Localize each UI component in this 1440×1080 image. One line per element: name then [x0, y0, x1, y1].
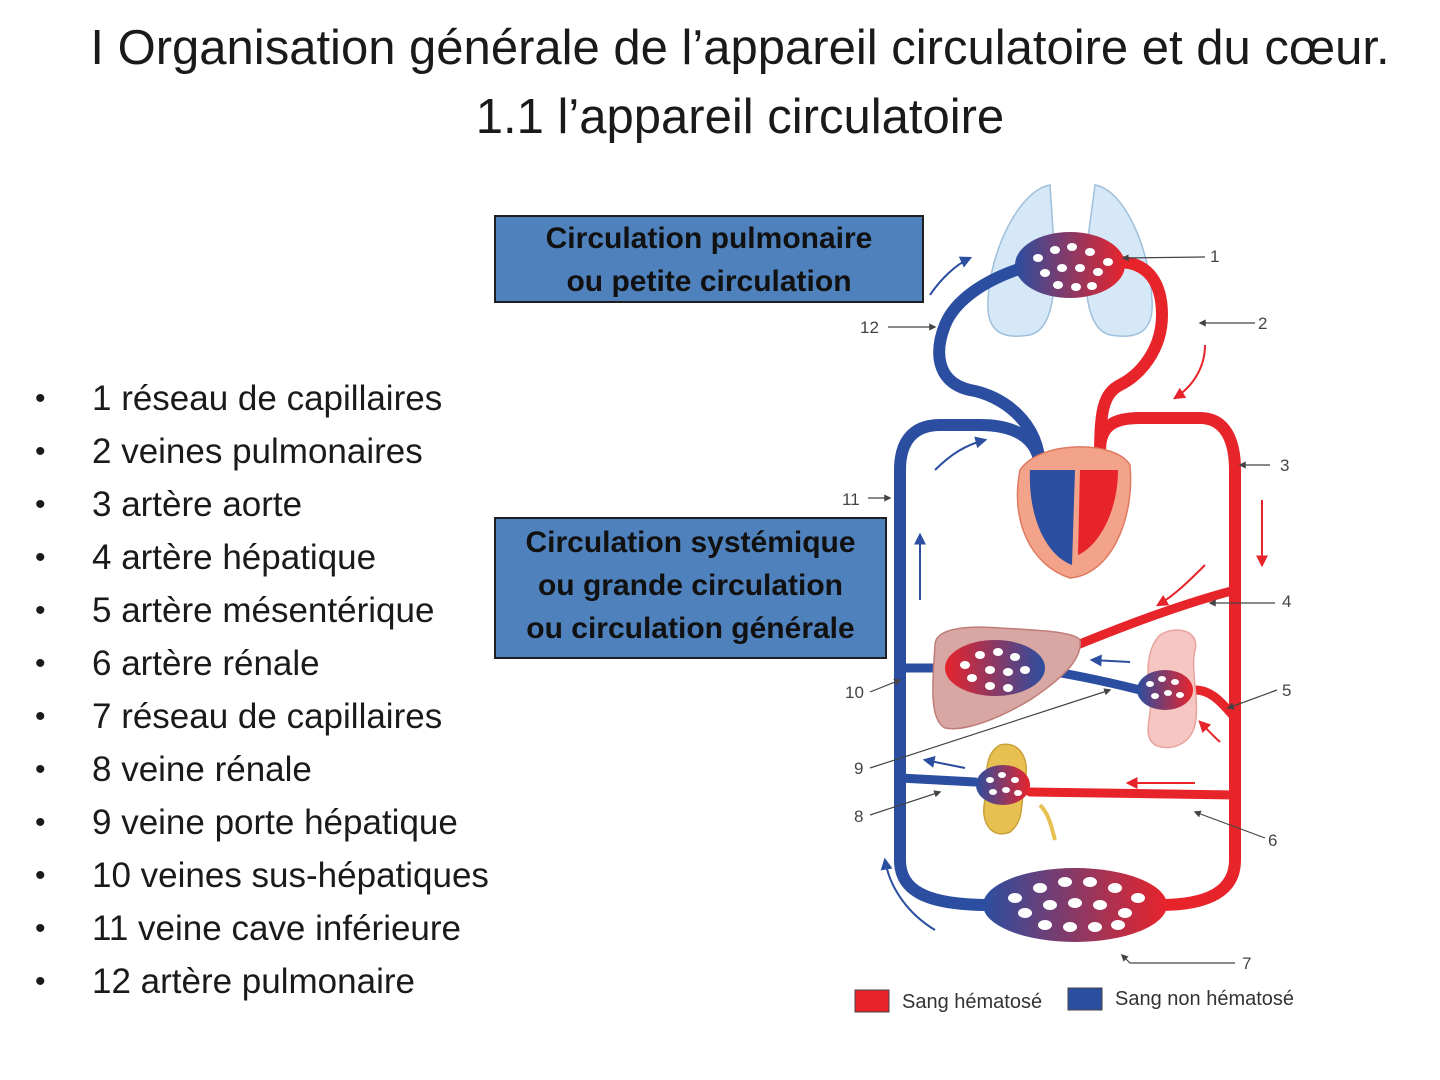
box-line: Circulation pulmonaire: [545, 222, 873, 255]
legend-label-deoxygenated: Sang non hématosé: [1115, 988, 1294, 1010]
legend-item: 12 artère pulmonaire: [30, 955, 489, 1008]
diagram-number: 10: [845, 683, 864, 702]
legend-item: 1 réseau de capillaires: [30, 372, 489, 425]
legend-item: 11 veine cave inférieure: [30, 902, 489, 955]
diagram-number: 5: [1282, 681, 1291, 700]
capillary-network-body: [983, 868, 1167, 942]
legend-item: 5 artère mésentérique: [30, 584, 489, 637]
diagram-number: 7: [1242, 954, 1251, 973]
diagram-number: 11: [842, 490, 860, 509]
legend-swatch-oxygenated: [854, 989, 890, 1013]
diagram-number: 4: [1282, 592, 1291, 611]
legend-item: 3 artère aorte: [30, 478, 489, 531]
legend-item: 2 veines pulmonaires: [30, 425, 489, 478]
diagram-number: 2: [1258, 314, 1267, 333]
diagram-number: 3: [1280, 456, 1289, 475]
legend-swatch-deoxygenated: [1067, 987, 1103, 1011]
capillary-network-liver: [945, 640, 1045, 696]
diagram-number: 8: [854, 807, 863, 826]
legend-item: 7 réseau de capillaires: [30, 690, 489, 743]
systemic-circulation-box: Circulation systémique ou grande circula…: [494, 517, 887, 659]
slide-title: I Organisation générale de l’appareil ci…: [90, 21, 1390, 144]
box-line: ou grande circulation: [537, 569, 844, 602]
legend-list: 1 réseau de capillaires 2 veines pulmona…: [30, 372, 489, 1008]
diagram-number: 6: [1268, 831, 1277, 850]
pointer-lines: [868, 254, 1278, 964]
legend-item: 6 artère rénale: [30, 637, 489, 690]
heart: [1016, 446, 1132, 579]
box-line: ou petite circulation: [566, 265, 852, 298]
box-line: Circulation systémique: [525, 526, 856, 559]
box-line: ou circulation générale: [526, 612, 855, 645]
legend-label-oxygenated: Sang hématosé: [902, 991, 1042, 1013]
capillary-network-lungs: [1015, 232, 1125, 298]
legend-item: 10 veines sus-hépatiques: [30, 849, 489, 902]
legend-item: 4 artère hépatique: [30, 531, 489, 584]
flow-arrows: [880, 256, 1268, 931]
diagram-number: 1: [1210, 247, 1219, 266]
pulmonary-circulation-box: Circulation pulmonaire ou petite circula…: [494, 215, 924, 303]
capillary-network-intestine: [1137, 670, 1193, 710]
circulatory-diagram: 1 2 3 4 5 6 7 8 9 10 11 12 Sang hématosé…: [842, 184, 1294, 1013]
vessels: [894, 256, 1241, 911]
legend-item: 8 veine rénale: [30, 743, 489, 796]
capillary-network-kidney: [976, 765, 1030, 805]
diagram-number: 12: [860, 318, 879, 337]
legend-item: 9 veine porte hépatique: [30, 796, 489, 849]
diagram-number: 9: [854, 759, 863, 778]
